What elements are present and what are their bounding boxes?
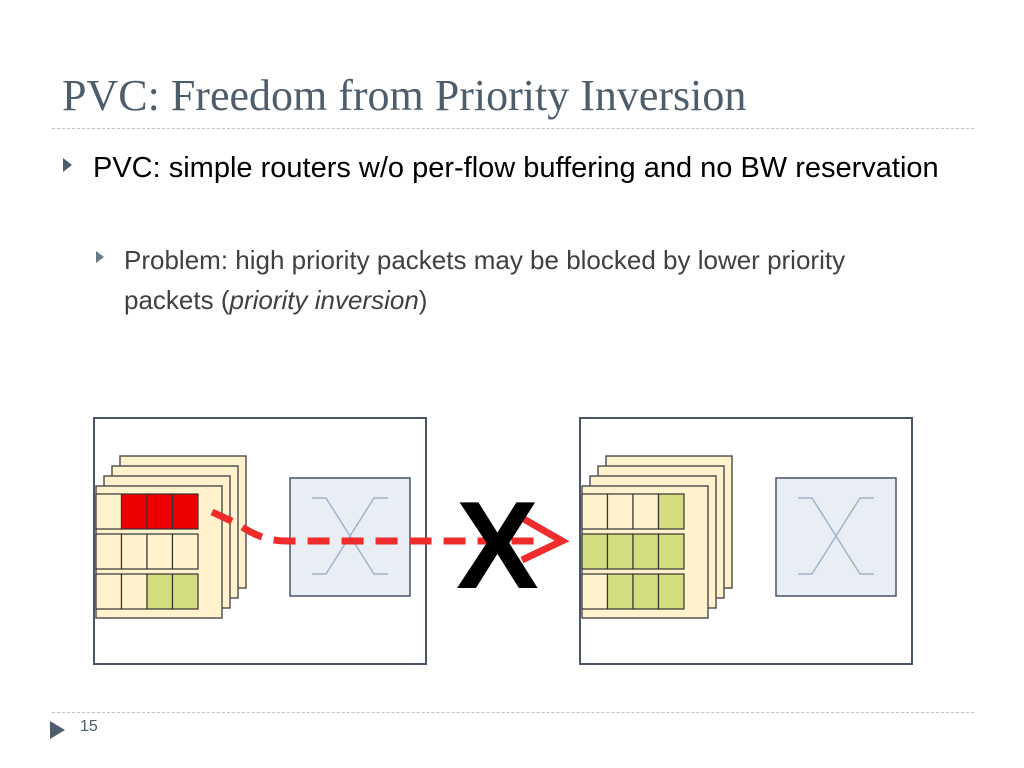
bullet-level-2-text: Problem: high priority packets may be bl… [124,245,846,315]
packet-slot [120,533,148,570]
blocked-x-mark: X [456,477,539,615]
packet-slot [606,573,634,610]
packet-slot [95,573,123,610]
left-router [93,417,427,665]
bullet-level-1: PVC: simple routers w/o per-flow bufferi… [93,152,939,184]
blocked-flow-arrow [210,508,570,564]
footer-triangle-icon [50,721,65,739]
bullet-level-2-emphasis: priority inversion [229,285,419,315]
title-divider [52,128,974,129]
packet-slot [171,533,199,570]
packet-slot [146,573,174,610]
packet-slot [632,533,660,570]
crossbar-line [312,497,388,575]
packet-slot [581,533,609,570]
packet-slot [606,493,634,530]
packet-slot [632,493,660,530]
packet-slot [657,573,685,610]
page-number: 15 [80,718,98,735]
packet-slot [146,533,174,570]
packet-slot [171,573,199,610]
packet-slot [95,533,123,570]
slide-title: PVC: Freedom from Priority Inversion [62,71,747,120]
arrow-head [520,514,570,564]
packet-slot [581,573,609,610]
packet-slot [606,533,634,570]
sub-bullet-triangle-icon [96,251,104,263]
packet-slot [146,493,174,530]
crossbar-switch [775,477,897,597]
bullet-triangle-icon [63,158,72,172]
packet-slot [581,493,609,530]
packet-slot [120,493,148,530]
packet-slot [171,493,199,530]
packet-slot [657,533,685,570]
footer-divider [52,712,974,713]
packet-slot [657,493,685,530]
crossbar-line [798,497,874,575]
bullet-level-2-suffix: ) [418,285,428,315]
packet-slot [120,573,148,610]
right-router [579,417,913,665]
bullet-level-2: Problem: high priority packets may be bl… [124,240,904,320]
arrow-shaft [210,508,536,545]
packet-slot [632,573,660,610]
packet-slot [95,493,123,530]
